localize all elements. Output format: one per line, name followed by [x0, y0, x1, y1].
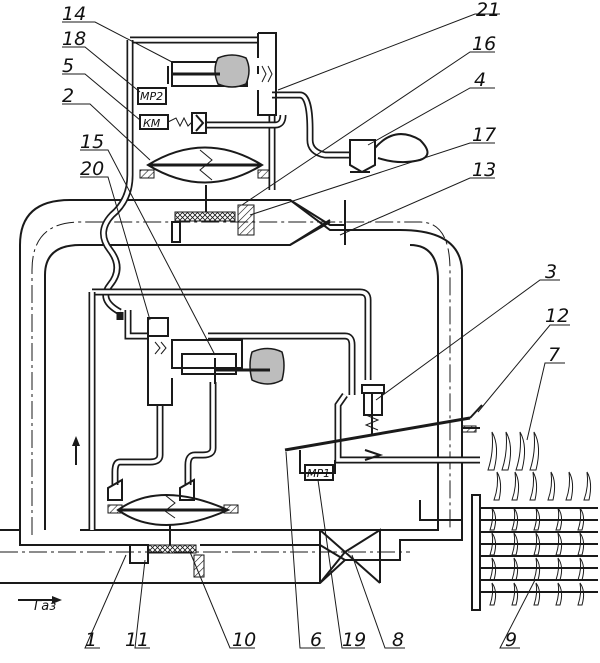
label-21: 21 [476, 0, 500, 21]
label-4: 4 [474, 69, 486, 91]
label-20: 20 [80, 158, 104, 180]
label-mp1: МР1 [307, 467, 330, 480]
label-16: 16 [472, 33, 496, 55]
main-gas-pipeline [0, 199, 463, 584]
control-module-km [139, 112, 207, 134]
label-3: 3 [545, 261, 557, 283]
label-14: 14 [62, 3, 86, 25]
label-8: 8 [392, 629, 404, 651]
leader-lines [62, 13, 570, 649]
label-19: 19 [342, 629, 366, 651]
label-18: 18 [62, 28, 86, 50]
label-2: 2 [62, 85, 74, 107]
upper-valve-block [139, 146, 273, 243]
gas-inlet: Газ [18, 596, 62, 614]
label-11: 11 [125, 629, 149, 651]
label-13: 13 [472, 159, 496, 181]
label-10: 10 [232, 629, 256, 651]
regulator-mp1 [304, 464, 334, 481]
label-1: 1 [85, 629, 97, 651]
regulator-mp2 [137, 87, 167, 105]
label-15: 15 [80, 131, 104, 153]
thermostat-top [167, 54, 273, 88]
label-5: 5 [62, 55, 74, 77]
label-7: 7 [548, 344, 560, 366]
label-9: 9 [505, 629, 517, 651]
flames [487, 431, 592, 606]
label-17: 17 [472, 124, 496, 146]
label-6: 6 [310, 629, 322, 651]
valve-3 [361, 384, 385, 435]
flow-arrow [72, 436, 80, 465]
unit-21 [257, 32, 277, 116]
lower-valve-block [107, 478, 239, 578]
bimetal-lever [284, 404, 483, 474]
unit-20 [147, 317, 173, 406]
label-mp2: МР2 [140, 90, 163, 103]
label-12: 12 [545, 305, 569, 327]
label-km: КМ [143, 117, 161, 130]
thermostat-middle [154, 339, 285, 385]
gas-label: Газ [34, 599, 56, 614]
lower-control-tubes [88, 288, 480, 530]
pilot-igniter [349, 133, 429, 174]
